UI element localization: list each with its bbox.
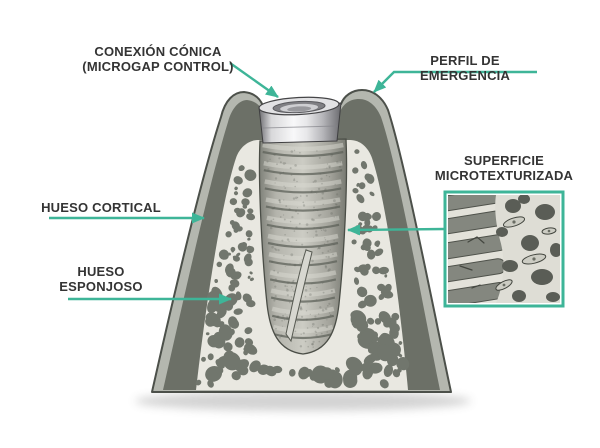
implant <box>258 96 348 355</box>
annotation-arrows <box>49 62 537 305</box>
label-superficie-microtexturizada: SUPERFICIE MICROTEXTURIZADA <box>433 153 575 183</box>
label-conexion-conica: CONEXIÓN CÓNICA (MICROGAP CONTROL) <box>73 44 243 74</box>
label-perfil-emergencia: PERFIL DE EMERGENCIA <box>385 53 545 83</box>
spongy-bone-holes <box>195 149 410 389</box>
implant-screw-outline <box>258 138 348 355</box>
inset-connector-arrow <box>347 224 446 236</box>
label-line: HUESO <box>77 264 125 279</box>
inset-crack-lines <box>459 236 485 289</box>
conexion-conica-arrow <box>229 62 279 98</box>
label-line: MICROTEXTURIZADA <box>434 167 574 183</box>
implant-platform <box>258 96 340 116</box>
label-hueso-esponjoso: HUESO ESPONJOSO <box>31 264 171 294</box>
label-line: ESPONJOSO <box>59 278 143 294</box>
inset-implant-ridges <box>448 195 508 303</box>
implant-collar-bevel <box>262 125 338 129</box>
inset-content <box>448 195 560 303</box>
label-line: PERFIL DE EMERGENCIA <box>419 53 511 83</box>
label-hueso-cortical: HUESO CORTICAL <box>31 200 171 216</box>
perfil-emergencia-arrow <box>373 70 537 93</box>
label-line: SUPERFICIE <box>463 153 544 168</box>
implant-apex-flute <box>285 249 313 343</box>
label-line: CONEXIÓN CÓNICA <box>94 44 222 59</box>
microtexture-inset <box>443 190 565 308</box>
inset-cells <box>495 216 557 291</box>
label-line: (MICROGAP CONTROL) <box>82 58 234 74</box>
inset-bone-web <box>495 195 560 303</box>
label-line: HUESO CORTICAL <box>41 200 161 215</box>
ground-shadow <box>135 391 471 411</box>
